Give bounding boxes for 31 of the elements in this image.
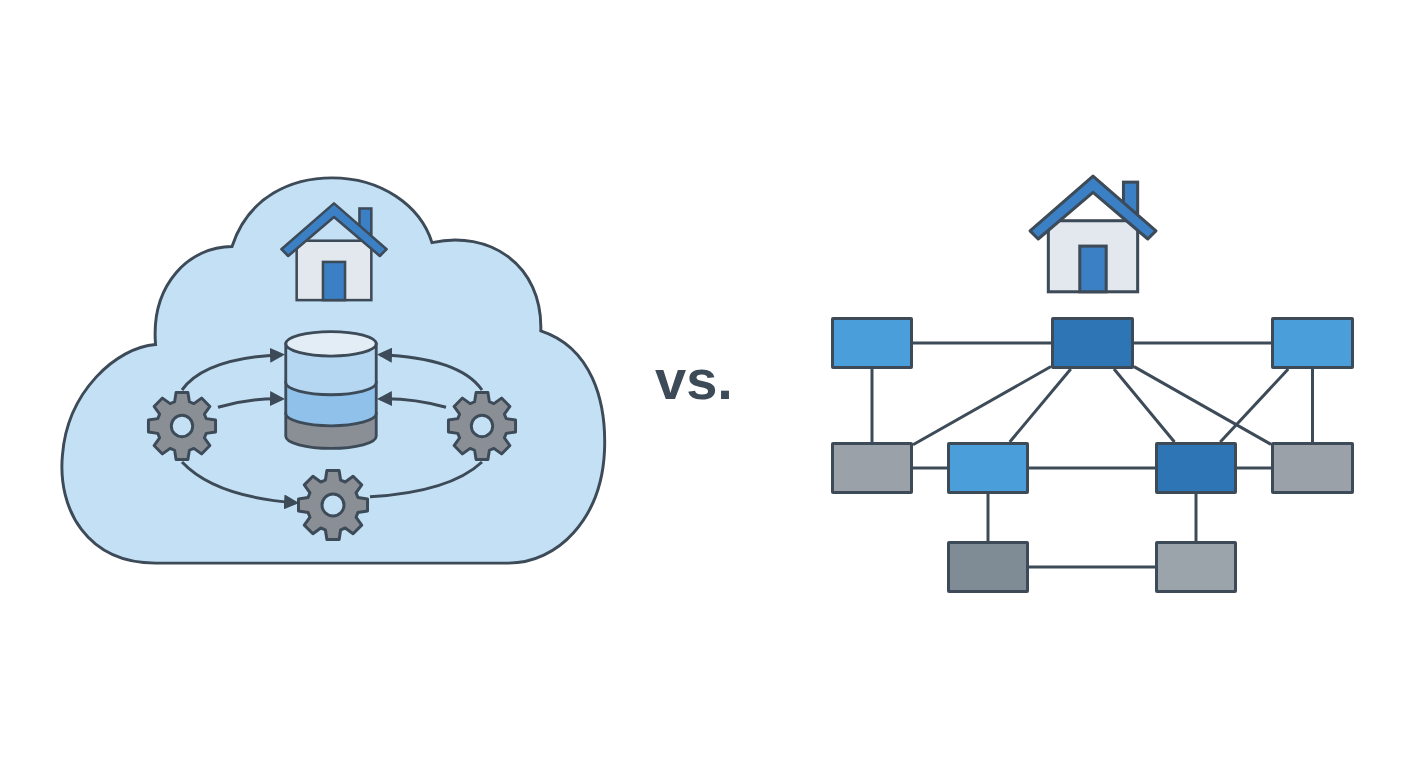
network-box (947, 541, 1029, 593)
connector-line (1029, 466, 1155, 470)
connector-line (870, 369, 874, 442)
connector-line (986, 494, 990, 541)
connector-line (1133, 365, 1272, 446)
network-box (831, 317, 913, 369)
connector-line (1219, 367, 1290, 444)
connector-line (1237, 466, 1271, 470)
curved-arrow (377, 347, 484, 391)
network-box (1271, 442, 1354, 494)
network-box (1271, 317, 1354, 369)
network-box (947, 442, 1029, 494)
connector-line (1029, 565, 1155, 569)
connector-line (1311, 369, 1314, 442)
network-box (1155, 541, 1237, 593)
network-box (1155, 442, 1237, 494)
curved-line (369, 460, 483, 499)
curved-arrow (180, 347, 285, 391)
network-box (1051, 317, 1134, 369)
connector-line (1112, 368, 1176, 443)
network-box (831, 442, 913, 494)
connector-line (1134, 341, 1271, 345)
connector-line (913, 466, 947, 470)
connector-line (1194, 494, 1198, 541)
curved-arrow (217, 391, 285, 409)
connector-line (912, 365, 1052, 447)
curved-arrow (180, 460, 299, 510)
versus-label: vs. (655, 352, 733, 408)
connector-line (913, 341, 1051, 345)
connector-line (1008, 368, 1072, 443)
curved-arrow (377, 391, 447, 409)
